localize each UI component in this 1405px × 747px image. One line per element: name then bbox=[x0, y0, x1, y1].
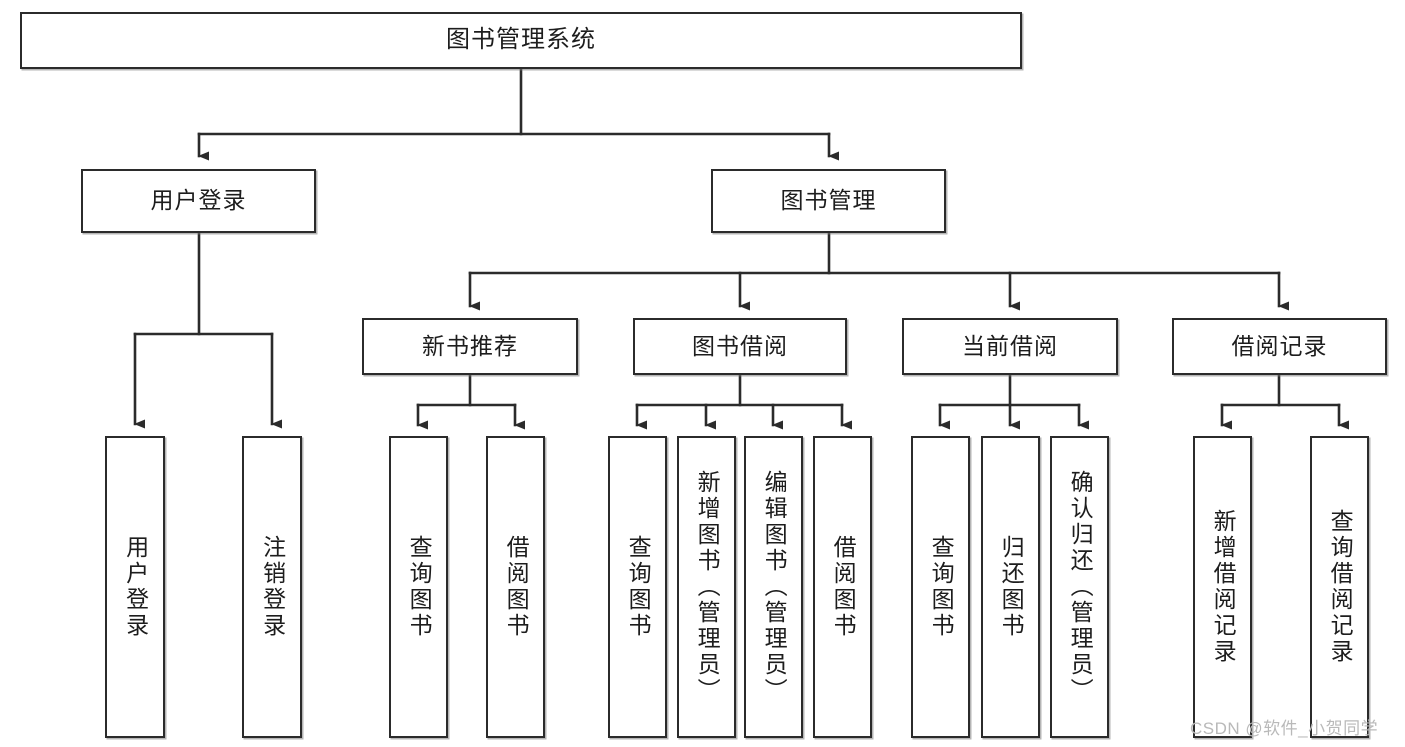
node-label: 新书推荐 bbox=[422, 332, 518, 359]
node-leaf-user-login[interactable]: 用户登录 bbox=[105, 436, 165, 738]
node-label: 借阅图书 bbox=[503, 535, 530, 639]
node-leaf-query-book-recommend[interactable]: 查询图书 bbox=[389, 436, 448, 738]
node-borrow-record[interactable]: 借阅记录 bbox=[1172, 318, 1387, 375]
node-new-book-recommend[interactable]: 新书推荐 bbox=[362, 318, 578, 375]
node-label: 新增借阅记录 bbox=[1210, 509, 1237, 665]
node-label: 查询借阅记录 bbox=[1327, 509, 1354, 665]
node-leaf-logout-login[interactable]: 注销登录 bbox=[242, 436, 302, 738]
node-book-borrow[interactable]: 图书借阅 bbox=[633, 318, 847, 375]
node-leaf-query-borrow-record[interactable]: 查询借阅记录 bbox=[1310, 436, 1369, 738]
node-label: 确认归还（管理员） bbox=[1067, 470, 1094, 704]
node-label: 查询图书 bbox=[928, 535, 955, 639]
node-leaf-borrow-book-borrow[interactable]: 借阅图书 bbox=[813, 436, 872, 738]
node-book-management[interactable]: 图书管理 bbox=[711, 169, 946, 233]
node-leaf-return-book[interactable]: 归还图书 bbox=[981, 436, 1040, 738]
node-label: 图书管理系统 bbox=[446, 26, 596, 54]
node-label: 借阅记录 bbox=[1231, 332, 1328, 359]
node-label: 查询图书 bbox=[625, 535, 652, 639]
node-label: 用户登录 bbox=[150, 187, 247, 214]
node-leaf-confirm-return[interactable]: 确认归还（管理员） bbox=[1050, 436, 1109, 738]
node-leaf-add-book[interactable]: 新增图书（管理员） bbox=[677, 436, 736, 738]
csdn-watermark: CSDN @软件_小贺同学 bbox=[1190, 719, 1379, 738]
node-label: 借阅图书 bbox=[830, 535, 857, 639]
node-label: 用户登录 bbox=[122, 535, 149, 639]
node-label: 当前借阅 bbox=[962, 332, 1058, 359]
node-label: 注销登录 bbox=[259, 535, 286, 639]
node-label: 新增图书（管理员） bbox=[694, 470, 721, 704]
node-label: 图书管理 bbox=[780, 187, 877, 214]
node-leaf-query-book-current[interactable]: 查询图书 bbox=[911, 436, 970, 738]
node-leaf-query-book-borrow[interactable]: 查询图书 bbox=[608, 436, 667, 738]
node-current-borrow[interactable]: 当前借阅 bbox=[902, 318, 1118, 375]
node-label: 归还图书 bbox=[998, 535, 1025, 639]
node-leaf-add-borrow-record[interactable]: 新增借阅记录 bbox=[1193, 436, 1252, 738]
node-leaf-borrow-book-recommend[interactable]: 借阅图书 bbox=[486, 436, 545, 738]
node-label: 编辑图书（管理员） bbox=[761, 470, 788, 704]
node-user-login[interactable]: 用户登录 bbox=[81, 169, 316, 233]
node-root-book-management-system[interactable]: 图书管理系统 bbox=[20, 12, 1022, 69]
node-leaf-edit-book[interactable]: 编辑图书（管理员） bbox=[744, 436, 803, 738]
node-label: 查询图书 bbox=[406, 535, 433, 639]
node-label: 图书借阅 bbox=[692, 332, 788, 359]
